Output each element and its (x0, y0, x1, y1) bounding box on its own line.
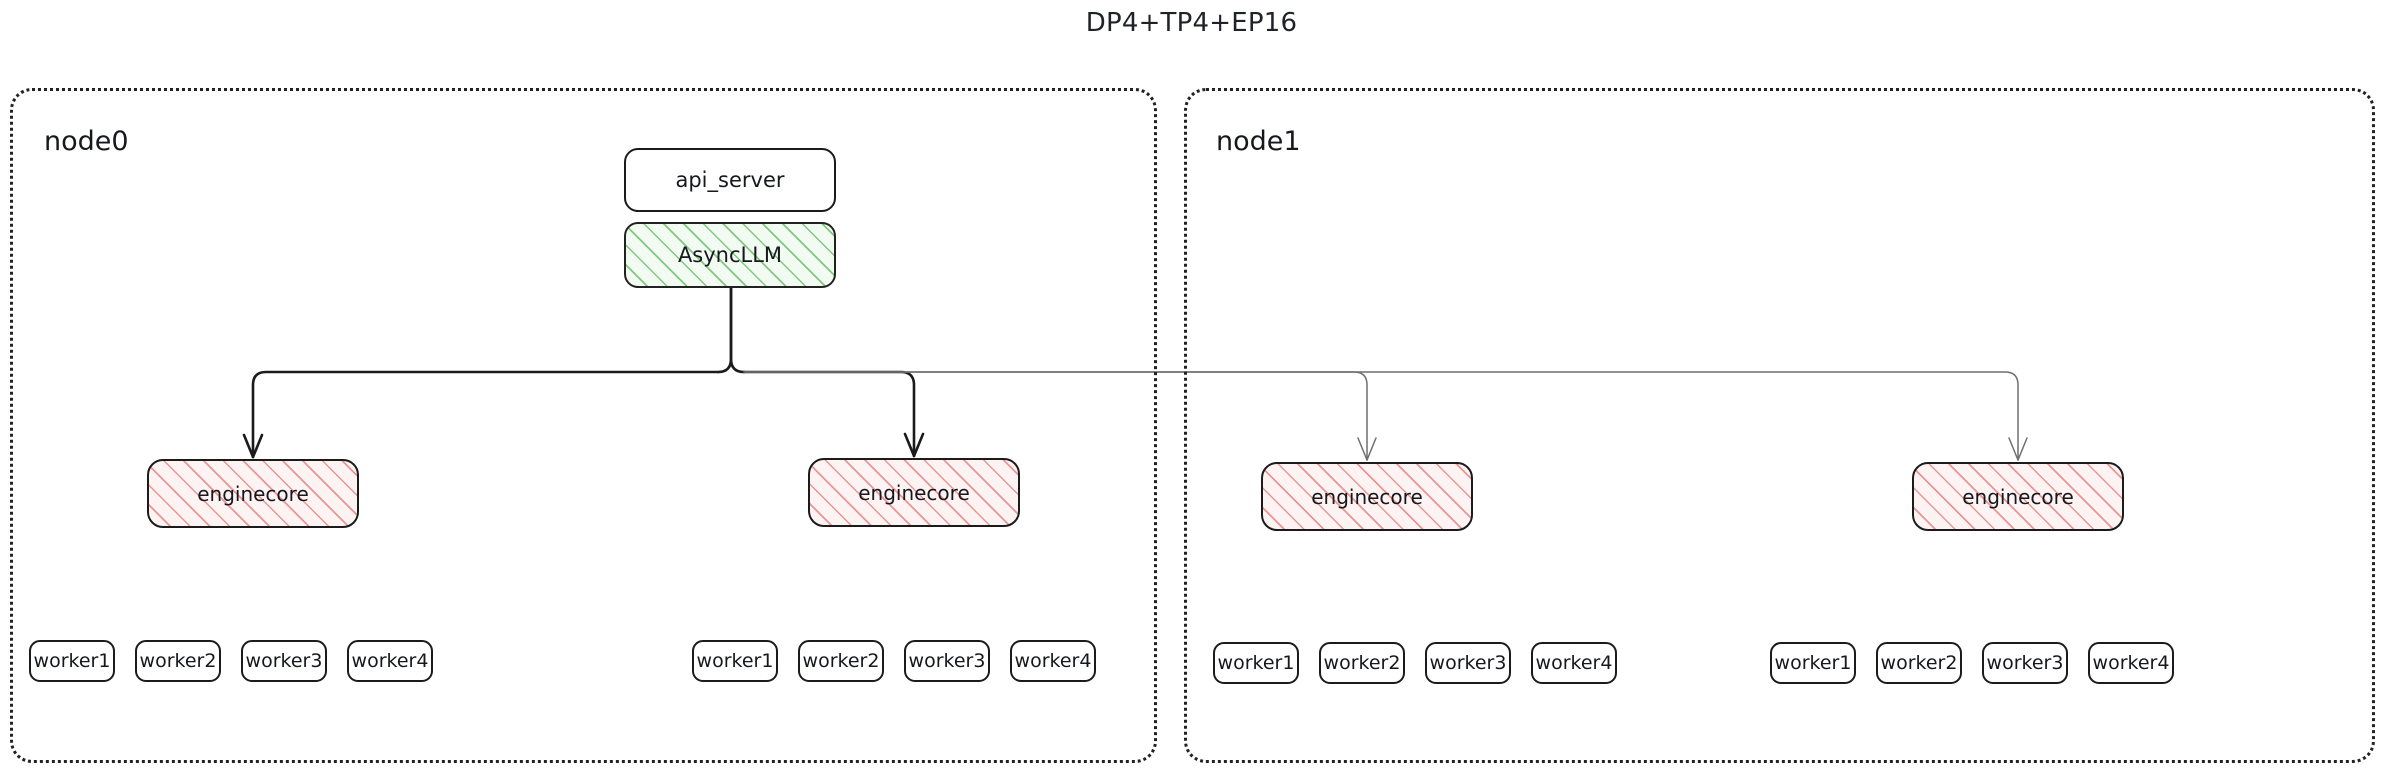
worker-label: worker1 (696, 649, 774, 672)
worker-label: worker1 (1217, 651, 1295, 674)
worker-label: worker3 (908, 649, 986, 672)
worker-label: worker1 (33, 649, 111, 672)
box-label: enginecore (858, 480, 970, 505)
worker-box[interactable]: worker3 (1425, 642, 1511, 684)
worker-label: worker4 (1535, 651, 1613, 674)
worker-box[interactable]: worker1 (692, 640, 778, 682)
box-label: enginecore (1311, 484, 1423, 509)
worker-box[interactable]: worker2 (798, 640, 884, 682)
worker-box[interactable]: worker1 (29, 640, 115, 682)
worker-label: worker3 (1986, 651, 2064, 674)
box-label: enginecore (1962, 484, 2074, 509)
box-api-server[interactable]: api_server (624, 148, 836, 212)
page-title: DP4+TP4+EP16 (1085, 8, 1298, 38)
box-enginecore-2[interactable]: enginecore (1261, 462, 1473, 531)
box-enginecore-3[interactable]: enginecore (1912, 462, 2124, 531)
worker-label: worker2 (139, 649, 217, 672)
worker-box[interactable]: worker4 (347, 640, 433, 682)
worker-box[interactable]: worker1 (1213, 642, 1299, 684)
box-label: enginecore (197, 481, 309, 506)
worker-box[interactable]: worker1 (1770, 642, 1856, 684)
worker-label: worker4 (351, 649, 429, 672)
worker-box[interactable]: worker2 (135, 640, 221, 682)
worker-label: worker4 (2092, 651, 2170, 674)
node-cluster-node0 (10, 88, 1157, 763)
worker-label: worker3 (1429, 651, 1507, 674)
worker-label: worker3 (245, 649, 323, 672)
box-asyncllm[interactable]: AsyncLLM (624, 222, 836, 288)
cluster-label-node0: node0 (44, 126, 129, 157)
cluster-label-node1: node1 (1216, 126, 1301, 157)
worker-label: worker1 (1774, 651, 1852, 674)
box-enginecore-1[interactable]: enginecore (808, 458, 1020, 527)
worker-label: worker4 (1014, 649, 1092, 672)
worker-label: worker2 (1323, 651, 1401, 674)
worker-box[interactable]: worker3 (1982, 642, 2068, 684)
node-cluster-node1 (1184, 88, 2375, 763)
worker-box[interactable]: worker2 (1876, 642, 1962, 684)
box-label: AsyncLLM (677, 242, 783, 267)
worker-label: worker2 (802, 649, 880, 672)
box-enginecore-0[interactable]: enginecore (147, 459, 359, 528)
box-label: api_server (675, 167, 785, 192)
worker-box[interactable]: worker4 (1010, 640, 1096, 682)
worker-box[interactable]: worker2 (1319, 642, 1405, 684)
worker-box[interactable]: worker4 (1531, 642, 1617, 684)
worker-box[interactable]: worker4 (2088, 642, 2174, 684)
worker-label: worker2 (1880, 651, 1958, 674)
worker-box[interactable]: worker3 (904, 640, 990, 682)
worker-box[interactable]: worker3 (241, 640, 327, 682)
